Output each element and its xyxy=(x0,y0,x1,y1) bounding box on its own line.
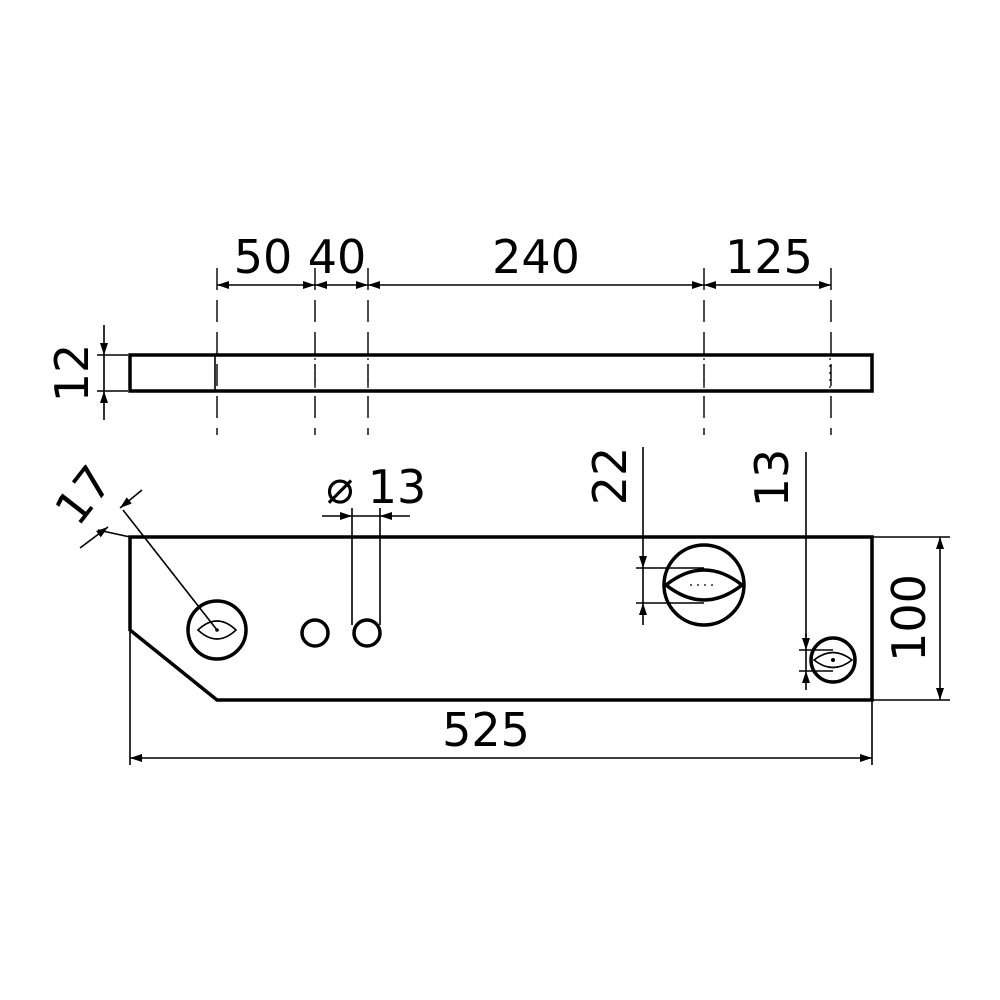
dimension-text-40: 40 xyxy=(308,230,367,284)
dimension-text-125: 125 xyxy=(725,230,813,284)
hole-center-mark xyxy=(663,568,745,602)
thickness-dimension: 12 xyxy=(45,325,128,420)
length-dimension: 525 xyxy=(129,632,873,765)
dimension-text-50: 50 xyxy=(234,230,293,284)
right-hole xyxy=(809,636,857,684)
hole-diameter-dimension: ⌀ 13 xyxy=(322,460,426,625)
small-hole xyxy=(300,618,330,648)
thickness-text: 12 xyxy=(45,344,99,403)
diameter-text: 13 xyxy=(368,460,427,514)
large-hole xyxy=(662,543,746,627)
chamfer-extension-line xyxy=(122,509,218,631)
front-view xyxy=(128,535,874,702)
hole-center-point xyxy=(831,658,835,662)
front-view-outline xyxy=(128,535,874,702)
chamfer-dimension-line xyxy=(79,526,109,549)
length-text: 525 xyxy=(442,703,530,757)
right-hole-dimension: 13 xyxy=(745,449,833,690)
chamfer-dimension-line xyxy=(119,489,143,509)
diameter-symbol: ⌀ xyxy=(326,460,354,514)
dimension-text-240: 240 xyxy=(492,230,580,284)
hole-center-mark xyxy=(196,620,238,640)
large-hole-text: 22 xyxy=(583,447,637,506)
chamfer-text: 17 xyxy=(44,455,123,534)
edge-view-outline xyxy=(128,353,874,393)
hole-center-mark xyxy=(812,651,854,669)
small-hole xyxy=(352,618,382,648)
right-hole-text: 13 xyxy=(745,449,799,508)
edge-view xyxy=(128,353,874,393)
large-hole-dimension: 22 xyxy=(583,447,704,625)
hole-circle xyxy=(809,636,857,684)
height-text: 100 xyxy=(882,574,936,662)
extension-lines xyxy=(216,268,832,435)
height-dimension: 100 xyxy=(872,536,950,701)
hole-circle xyxy=(186,599,248,661)
chain-dimension: 50 40 240 125 xyxy=(217,230,831,289)
